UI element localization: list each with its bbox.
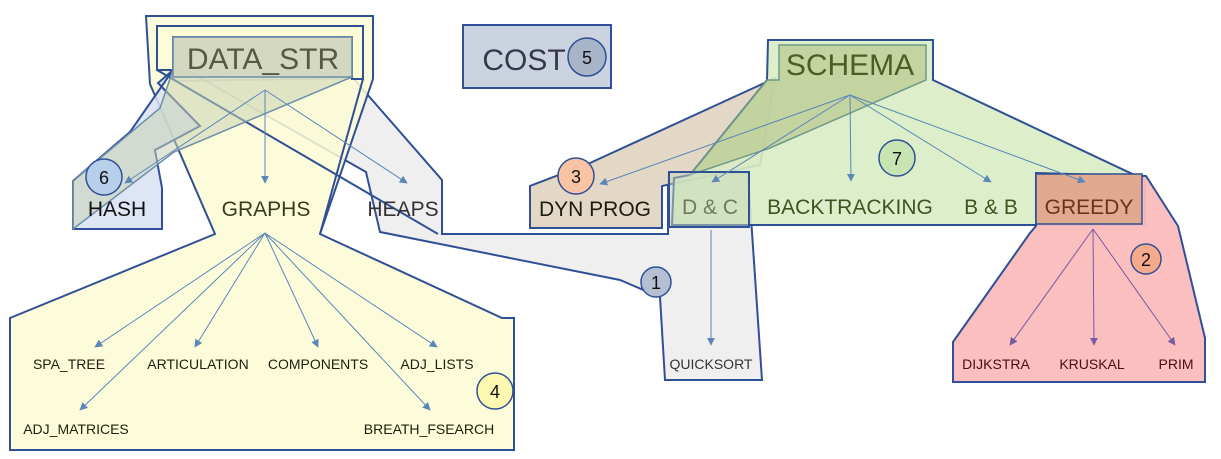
- node-b-and-b: B & B: [964, 196, 1018, 219]
- edge-schema-backtracking: [846, 94, 855, 182]
- node-adj-lists: ADJ_LISTS: [400, 356, 473, 372]
- badge-5: 5: [567, 37, 607, 77]
- svg-text:5: 5: [582, 48, 592, 68]
- edge-greedy-dijkstra: [1009, 228, 1094, 346]
- data-str-label-box: [172, 36, 353, 78]
- outline-line: [319, 78, 364, 235]
- badge-6: 6: [85, 158, 123, 196]
- edge-graphs-articulation: [194, 232, 266, 348]
- node-d-and-c: D & C: [682, 196, 738, 219]
- edge-graphs-adjlists: [264, 232, 438, 348]
- badge-1: 1: [640, 266, 672, 298]
- region-heaps-quicksort: [157, 69, 764, 381]
- node-dyn-prog: DYN PROG: [539, 198, 651, 221]
- edge-schema-dandc: [711, 94, 851, 183]
- node-cost: COST: [482, 44, 565, 77]
- node-heaps: HEAPS: [367, 198, 438, 221]
- svg-text:3: 3: [571, 167, 581, 187]
- node-greedy: GREEDY: [1045, 196, 1134, 219]
- node-dijkstra: DIJKSTRA: [962, 356, 1030, 372]
- edge-greedy-kruskal: [1089, 228, 1098, 346]
- node-prim: PRIM: [1159, 356, 1194, 372]
- edge-graphs-bfs: [264, 232, 431, 411]
- svg-text:6: 6: [99, 168, 109, 188]
- node-hash: HASH: [88, 198, 146, 221]
- badge-2: 2: [1130, 243, 1162, 275]
- edge-datastr-hash: [124, 89, 266, 184]
- node-breath-fsearch: BREATH_FSEARCH: [364, 421, 494, 437]
- node-backtracking: BACKTRACKING: [767, 196, 933, 219]
- d-and-c-box: [668, 171, 750, 228]
- node-articulation: ARTICULATION: [147, 356, 248, 372]
- edge-graphs-adjmatrices: [79, 232, 266, 411]
- svg-text:2: 2: [1141, 250, 1151, 270]
- badge-4: 4: [476, 372, 514, 410]
- region-graphs: [9, 15, 515, 451]
- badge-3: 3: [557, 157, 595, 195]
- edge-schema-greedy: [849, 94, 1086, 184]
- node-data-str: DATA_STR: [187, 43, 339, 76]
- edge-graphs-components: [264, 232, 319, 348]
- node-schema: SCHEMA: [786, 49, 914, 82]
- svg-text:1: 1: [651, 273, 661, 293]
- greedy-box: [1035, 173, 1143, 225]
- region-greedy: [952, 171, 1206, 383]
- node-components: COMPONENTS: [268, 356, 368, 372]
- edge-schema-dynprog: [599, 94, 851, 186]
- node-kruskal: KRUSKAL: [1059, 356, 1125, 372]
- edge-greedy-prim: [1092, 228, 1176, 346]
- node-quicksort: QUICKSORT: [670, 356, 753, 372]
- node-spa-tree: SPA_TREE: [33, 356, 105, 372]
- node-graphs: GRAPHS: [222, 198, 311, 221]
- svg-text:4: 4: [490, 382, 500, 402]
- badge-7: 7: [878, 139, 916, 177]
- edge-datastr-heaps: [264, 89, 408, 184]
- edge-graphs-spatree: [94, 232, 266, 348]
- svg-text:7: 7: [892, 149, 902, 169]
- edge-schema-bandb: [849, 94, 992, 183]
- node-adj-matrices: ADJ_MATRICES: [23, 421, 129, 437]
